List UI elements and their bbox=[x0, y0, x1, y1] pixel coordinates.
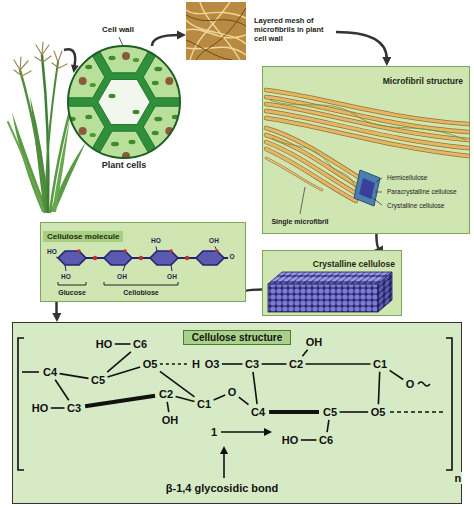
chemical-bond bbox=[51, 407, 65, 409]
chemical-bond bbox=[55, 380, 69, 400]
group-label: O bbox=[229, 253, 236, 260]
part-label: Cellobiose bbox=[122, 289, 159, 297]
atom-label: C5 bbox=[322, 406, 338, 419]
atom-label: C1 bbox=[196, 398, 212, 411]
flow-arrow bbox=[52, 302, 61, 322]
chemical-bond bbox=[327, 420, 329, 432]
atom-label: HO bbox=[281, 434, 300, 447]
node-heading: Microfibril structure bbox=[383, 76, 463, 86]
part-label: Glucose bbox=[57, 289, 87, 297]
flow-arrow bbox=[336, 32, 391, 66]
atom-label: C2 bbox=[288, 358, 304, 371]
part-label: Hemicellulose bbox=[386, 174, 428, 181]
group-label: HO bbox=[150, 237, 162, 244]
plant-arrow bbox=[64, 49, 75, 66]
chemical-bond bbox=[253, 372, 257, 404]
node-heading: Crystalline cellulose bbox=[313, 259, 395, 269]
arrow-line bbox=[376, 234, 381, 250]
leader-line bbox=[119, 37, 123, 46]
grass-stems bbox=[8, 55, 78, 212]
node-heading: Cellulose structure bbox=[183, 330, 292, 345]
arrow-line bbox=[55, 302, 58, 317]
chemical-bond bbox=[306, 363, 371, 365]
part-label: Crystalline cellulose bbox=[386, 202, 445, 209]
cells bbox=[57, 31, 192, 173]
atom-label: OH bbox=[305, 336, 324, 349]
group-label: HO bbox=[46, 248, 58, 255]
group-label: OH bbox=[166, 273, 178, 280]
chemical-bond bbox=[269, 410, 319, 414]
atom-label: C5 bbox=[90, 374, 106, 387]
bond-label: β-1,4 glycosidic bond bbox=[165, 482, 279, 495]
chemical-bond bbox=[167, 402, 169, 412]
callout-number: 1 bbox=[210, 426, 218, 439]
atom-label: C1 bbox=[372, 358, 388, 371]
atom-label: HO bbox=[31, 402, 50, 415]
chemical-bond bbox=[222, 363, 243, 365]
atom-label: O bbox=[227, 386, 238, 399]
chemical-bond bbox=[108, 367, 141, 377]
repeat-index: n bbox=[454, 472, 463, 485]
cell-wall-disc bbox=[68, 46, 180, 158]
node-heading: Cellulose molecule bbox=[43, 231, 123, 242]
atom-label: C6 bbox=[318, 434, 334, 447]
atom-label: C2 bbox=[158, 388, 174, 401]
atom-label: O5 bbox=[370, 406, 387, 419]
leader-lines bbox=[300, 178, 382, 214]
chemical-bond bbox=[176, 397, 195, 402]
node-heading: Layered mesh of microfibrils in plant ce… bbox=[254, 16, 334, 43]
part-label: Cell wall bbox=[101, 25, 135, 34]
chemical-bond bbox=[301, 439, 317, 441]
chemical-bond bbox=[85, 396, 155, 407]
arrow-head bbox=[52, 313, 61, 322]
chemical-bond bbox=[340, 411, 369, 413]
atom-label: C6 bbox=[132, 338, 148, 351]
chemical-bond bbox=[239, 397, 249, 405]
part-label: Single microfibril bbox=[270, 218, 329, 226]
atom-label: C4 bbox=[42, 366, 58, 379]
hydrogen-bond bbox=[160, 363, 190, 365]
flow-arrow bbox=[152, 31, 186, 47]
node-heading: Plant cells bbox=[68, 160, 180, 170]
chemical-bond bbox=[214, 395, 226, 400]
grass-leaves bbox=[12, 96, 86, 212]
arrow-line bbox=[336, 32, 387, 59]
plant-arrow-head bbox=[71, 64, 79, 73]
chemical-bond bbox=[390, 370, 404, 379]
atom-label: OH bbox=[161, 414, 180, 427]
chemical-bond bbox=[302, 350, 307, 356]
atom-label: O3 bbox=[204, 358, 221, 371]
atom-label: O bbox=[405, 378, 416, 391]
atom-label: HO bbox=[95, 338, 114, 351]
group-label: OH bbox=[208, 237, 220, 244]
arrow-line bbox=[152, 35, 179, 46]
chemical-bond bbox=[107, 352, 131, 372]
arrow-head bbox=[177, 31, 186, 40]
micrograph-box: Layered mesh of microfibrils in plant ce… bbox=[186, 2, 336, 62]
arrow-head bbox=[382, 57, 391, 66]
chemical-bond bbox=[60, 374, 89, 379]
atom-label: H bbox=[191, 358, 201, 371]
chemical-bond bbox=[115, 343, 131, 345]
atom-label: C3 bbox=[244, 358, 260, 371]
cell-circle: Plant cells bbox=[68, 46, 180, 160]
group-label: HO bbox=[60, 273, 72, 280]
part-label: Paracrystalline cellulose bbox=[386, 188, 458, 195]
panel-box: Crystalline cellulose bbox=[262, 250, 402, 316]
atom-label: O5 bbox=[142, 358, 159, 371]
chemical-bond bbox=[262, 363, 287, 365]
group-label: OH bbox=[116, 273, 128, 280]
atom-label: C4 bbox=[250, 406, 266, 419]
seed-heads bbox=[14, 42, 84, 90]
cell-outline bbox=[68, 46, 180, 158]
atom-label: C3 bbox=[66, 402, 82, 415]
chemical-bond bbox=[378, 372, 379, 404]
